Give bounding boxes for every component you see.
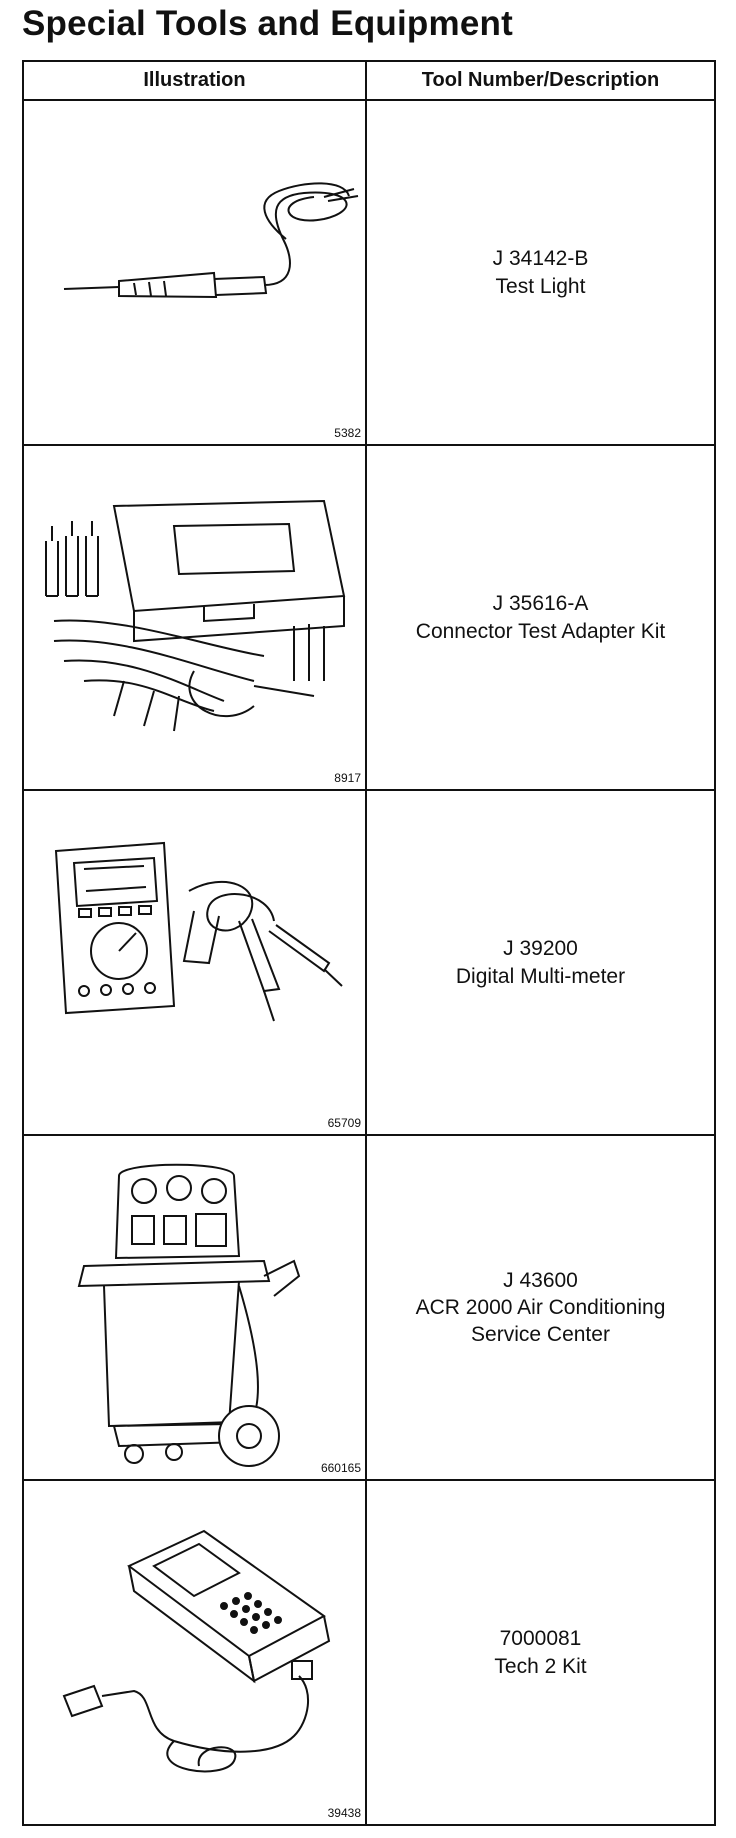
tool-description: Test Light [495, 274, 586, 298]
test-light-icon [63, 182, 359, 299]
column-header-illustration: Illustration [22, 60, 367, 101]
table-row: 660165 J 43600 ACR 2000 Air Conditioning… [22, 1134, 716, 1481]
column-header-description: Tool Number/Description [365, 60, 716, 101]
description-cell: J 43600 ACR 2000 Air Conditioning Servic… [365, 1134, 716, 1481]
table-header-row: Illustration Tool Number/Description [22, 60, 716, 101]
description-cell: J 39200 Digital Multi-meter [365, 789, 716, 1136]
tool-description: ACR 2000 Air Conditioning [415, 1295, 666, 1319]
tools-table: Illustration Tool Number/Description 538… [22, 60, 716, 1826]
description-cell: 7000081 Tech 2 Kit [365, 1479, 716, 1826]
tool-number: J 43600 [503, 1268, 578, 1292]
figure-number: 5382 [334, 426, 361, 440]
tool-description: Tech 2 Kit [494, 1654, 587, 1678]
illustration-cell: 65709 [22, 789, 367, 1136]
page-title: Special Tools and Equipment [22, 4, 513, 43]
description-cell: J 35616-A Connector Test Adapter Kit [365, 444, 716, 791]
illustration-cell: 5382 [22, 99, 367, 446]
table-row: 65709 J 39200 Digital Multi-meter [22, 789, 716, 1136]
figure-number: 660165 [320, 1461, 361, 1475]
illustration-cell: 8917 [22, 444, 367, 791]
digital-multimeter-icon [54, 841, 343, 1022]
tech-2-kit-icon [62, 1529, 331, 1773]
tool-description: Connector Test Adapter Kit [415, 619, 666, 643]
table-row: 39438 7000081 Tech 2 Kit [22, 1479, 716, 1826]
figure-number: 65709 [327, 1116, 361, 1130]
tool-description: Digital Multi-meter [455, 964, 626, 988]
ac-service-center-icon [77, 1163, 301, 1467]
tool-number: 7000081 [499, 1627, 582, 1651]
illustration-cell: 39438 [22, 1479, 367, 1826]
table-row: 8917 J 35616-A Connector Test Adapter Ki… [22, 444, 716, 791]
illustration-cell: 660165 [22, 1134, 367, 1481]
figure-number: 39438 [327, 1806, 361, 1820]
description-cell: J 34142-B Test Light [365, 99, 716, 446]
connector-test-adapter-kit-icon [45, 499, 346, 732]
table-row: 5382 J 34142-B Test Light [22, 99, 716, 446]
tool-number: J 39200 [503, 937, 578, 961]
tool-description-line-2: Service Center [471, 1323, 610, 1347]
tool-number: J 35616-A [492, 592, 589, 616]
tool-number: J 34142-B [492, 247, 589, 271]
figure-number: 8917 [334, 771, 361, 785]
